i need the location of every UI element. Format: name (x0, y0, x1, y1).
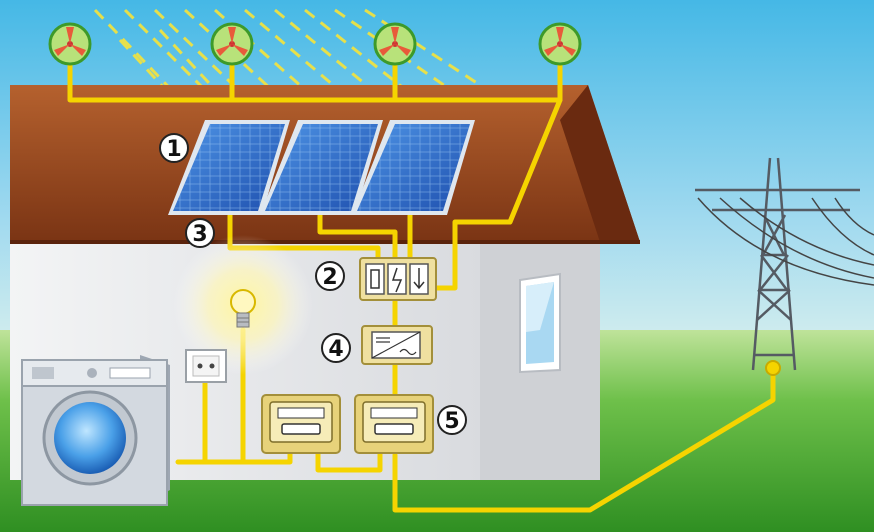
wiring (67, 62, 776, 513)
callout-1-label: 1 (166, 137, 181, 162)
wind-turbine-icon (210, 22, 254, 66)
power-outlet-icon (185, 349, 227, 383)
washing-machine-icon (21, 355, 170, 506)
callout-5: 5 (437, 405, 467, 435)
solar-panel-icon (352, 120, 475, 215)
electric-meter-icon (261, 394, 341, 454)
grid-connection (765, 360, 781, 376)
callout-3: 3 (185, 218, 215, 248)
callout-2-label: 2 (322, 265, 337, 290)
wind-turbine-icon (538, 22, 582, 66)
callout-1: 1 (159, 133, 189, 163)
callout-3-label: 3 (192, 222, 207, 247)
solar-panel-icon (260, 120, 383, 215)
power-lines (697, 197, 874, 286)
window (519, 272, 561, 374)
wind-turbine-icon (373, 22, 417, 66)
roof-edge (560, 85, 640, 242)
callout-4: 4 (321, 333, 351, 363)
electric-meter-icon (354, 394, 434, 454)
junction-box-icon (359, 257, 437, 301)
inverter-icon (361, 325, 433, 365)
callout-5-label: 5 (444, 409, 459, 434)
solar-panel-icon (168, 120, 290, 215)
light-bulb-icon (230, 289, 256, 328)
callout-4-label: 4 (328, 337, 343, 362)
wind-turbine-icon (48, 22, 92, 66)
callout-2: 2 (315, 261, 345, 291)
